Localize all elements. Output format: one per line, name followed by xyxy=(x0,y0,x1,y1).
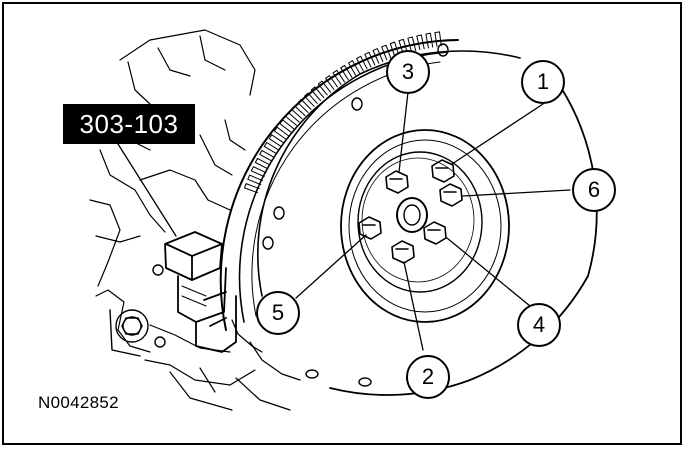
crankshaft-hub xyxy=(340,129,510,323)
callout-3: 3 xyxy=(386,50,430,94)
callout-1: 1 xyxy=(521,60,565,104)
bolt-5 xyxy=(358,216,382,240)
callout-5: 5 xyxy=(256,291,300,335)
engine-block-outline xyxy=(89,29,291,411)
pulley-detail xyxy=(109,264,166,357)
bolt-2 xyxy=(391,240,415,264)
callout-6: 6 xyxy=(572,168,616,212)
diagram-frame xyxy=(2,2,682,445)
flywheel-bolts xyxy=(358,159,463,264)
figure-id: N0042852 xyxy=(38,393,119,412)
callout-2: 2 xyxy=(406,355,450,399)
bolt-6 xyxy=(439,183,463,207)
callout-4: 4 xyxy=(517,303,561,347)
tool-number-label: 303-103 xyxy=(63,104,195,144)
holding-tool-303-103 xyxy=(164,231,237,353)
bolt-3 xyxy=(385,170,409,194)
bolt-4 xyxy=(423,221,447,245)
bolt-1 xyxy=(431,159,455,183)
leader-lines xyxy=(117,91,571,351)
